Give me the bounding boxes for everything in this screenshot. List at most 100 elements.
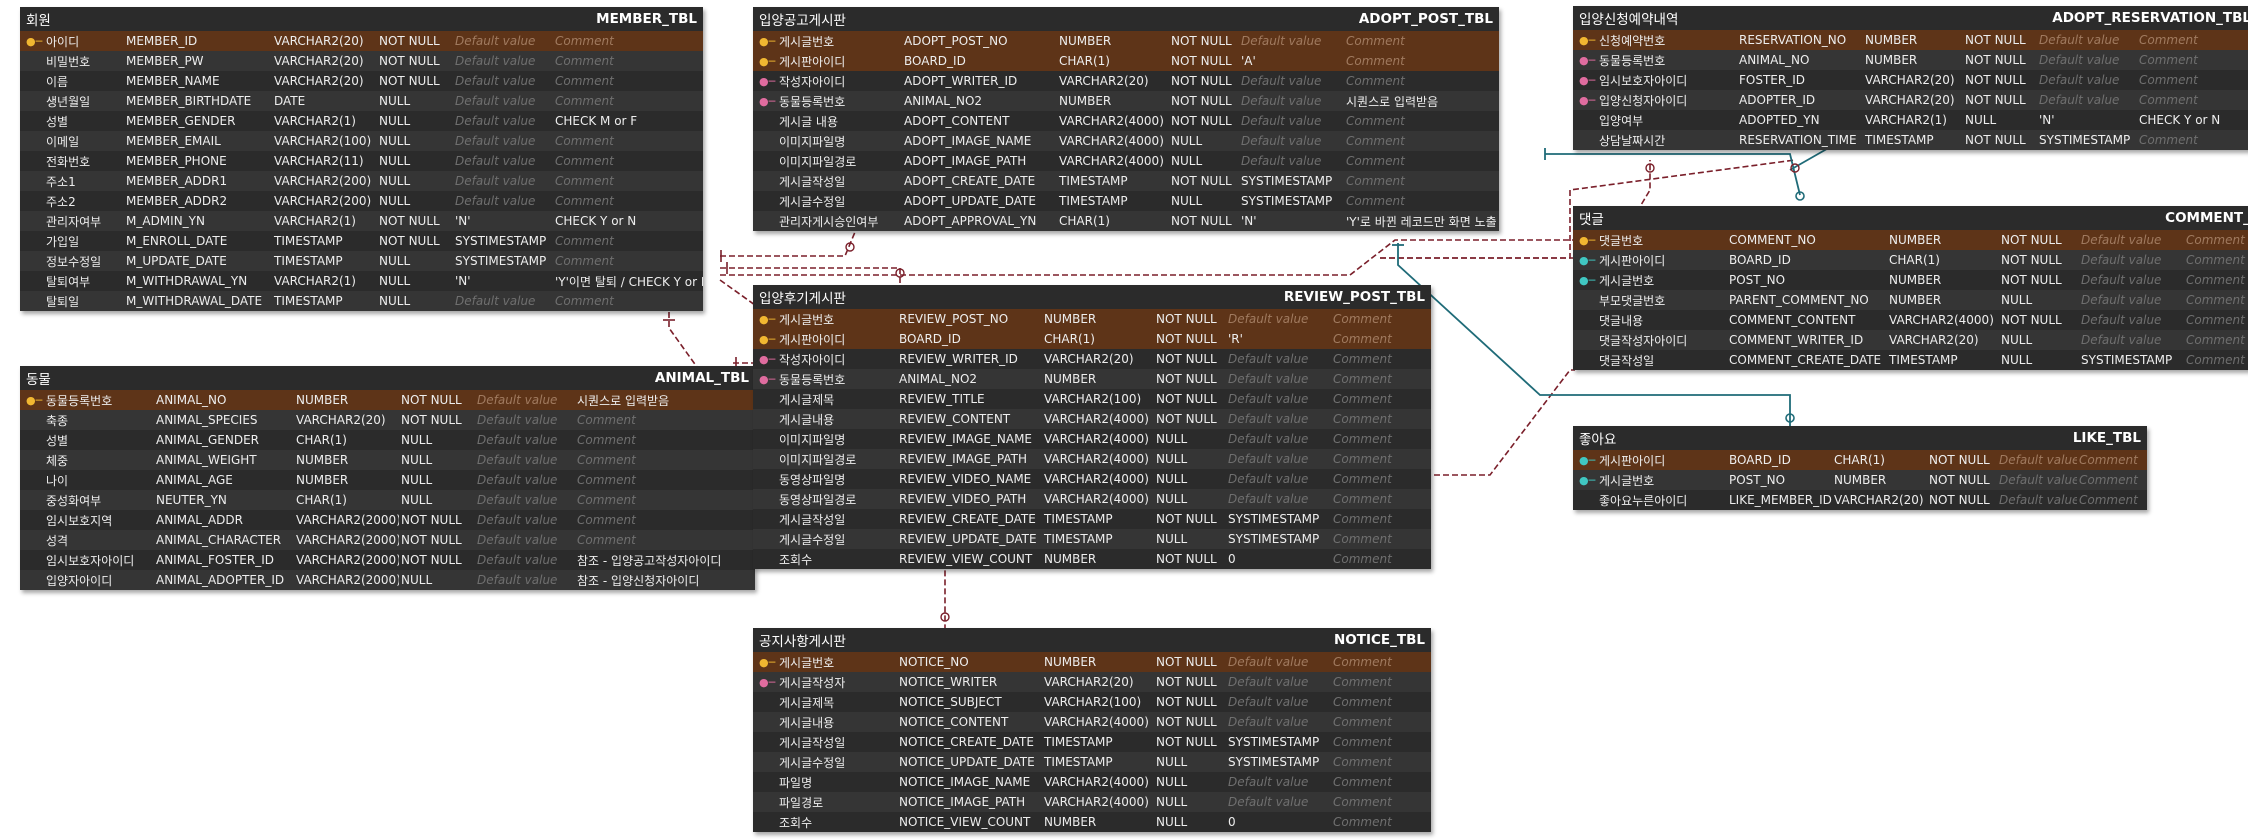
cell-col: FOSTER_ID [1739,73,1805,87]
cell-cmt: Comment [2139,73,2198,87]
cell-col: LIKE_MEMBER_ID [1729,493,1832,507]
cell-col: ADOPT_POST_NO [904,34,1008,48]
cell-type: TIMESTAMP [274,234,343,248]
cell-cmt: Comment [555,174,614,188]
cell-nn: NULL [1156,795,1188,809]
cell-cmt: Comment [1346,114,1405,128]
cell-kor: 게시글제목 [779,695,835,710]
cell-kor: 동물등록번호 [46,393,113,408]
cell-type: NUMBER [1889,293,1942,307]
cell-nn: NOT NULL [1171,114,1232,128]
